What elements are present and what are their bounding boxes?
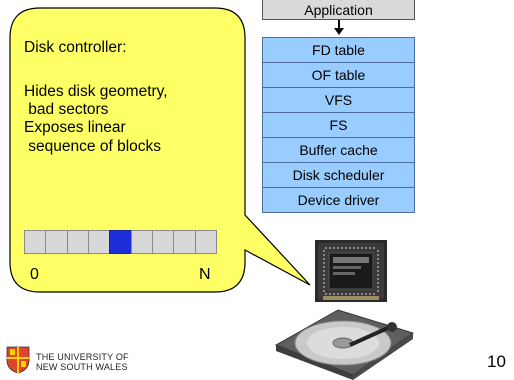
highlighted-block: [109, 230, 132, 254]
block: [194, 230, 217, 254]
controller-chip-image: [315, 240, 387, 302]
layer-disk-scheduler: Disk scheduler: [262, 162, 415, 188]
layer-fs: FS: [262, 112, 415, 138]
block: [45, 230, 68, 254]
block: [130, 230, 153, 254]
layer-of-table: OF table: [262, 62, 415, 88]
university-name-line-2: NEW SOUTH WALES: [36, 362, 128, 372]
block: [87, 230, 111, 254]
callout-line-2: bad sectors: [24, 101, 109, 118]
block-end-label: N: [199, 266, 211, 283]
university-crest-icon: [6, 346, 30, 374]
block-sequence: [24, 230, 217, 254]
application-box: Application: [262, 0, 415, 20]
block: [66, 230, 89, 254]
block: [173, 230, 196, 254]
callout-line-3: Exposes linear: [24, 119, 126, 136]
layer-fd-table: FD table: [262, 37, 415, 63]
callout-line-4: sequence of blocks: [24, 138, 162, 155]
down-arrow-icon: [334, 20, 344, 35]
layer-device-driver: Device driver: [262, 187, 415, 213]
block-start-label: 0: [30, 266, 39, 283]
page-number: 10: [487, 352, 506, 371]
block: [24, 230, 47, 254]
hard-disk-image: [274, 309, 415, 380]
callout-title: Disk controller:: [24, 39, 127, 56]
block: [151, 230, 175, 254]
layer-vfs: VFS: [262, 87, 415, 113]
layer-buffer-cache: Buffer cache: [262, 137, 415, 163]
university-name-line-1: THE UNIVERSITY OF: [36, 352, 129, 362]
callout-line-1: Hides disk geometry,: [24, 83, 168, 100]
callout-bubble: [9, 7, 311, 293]
